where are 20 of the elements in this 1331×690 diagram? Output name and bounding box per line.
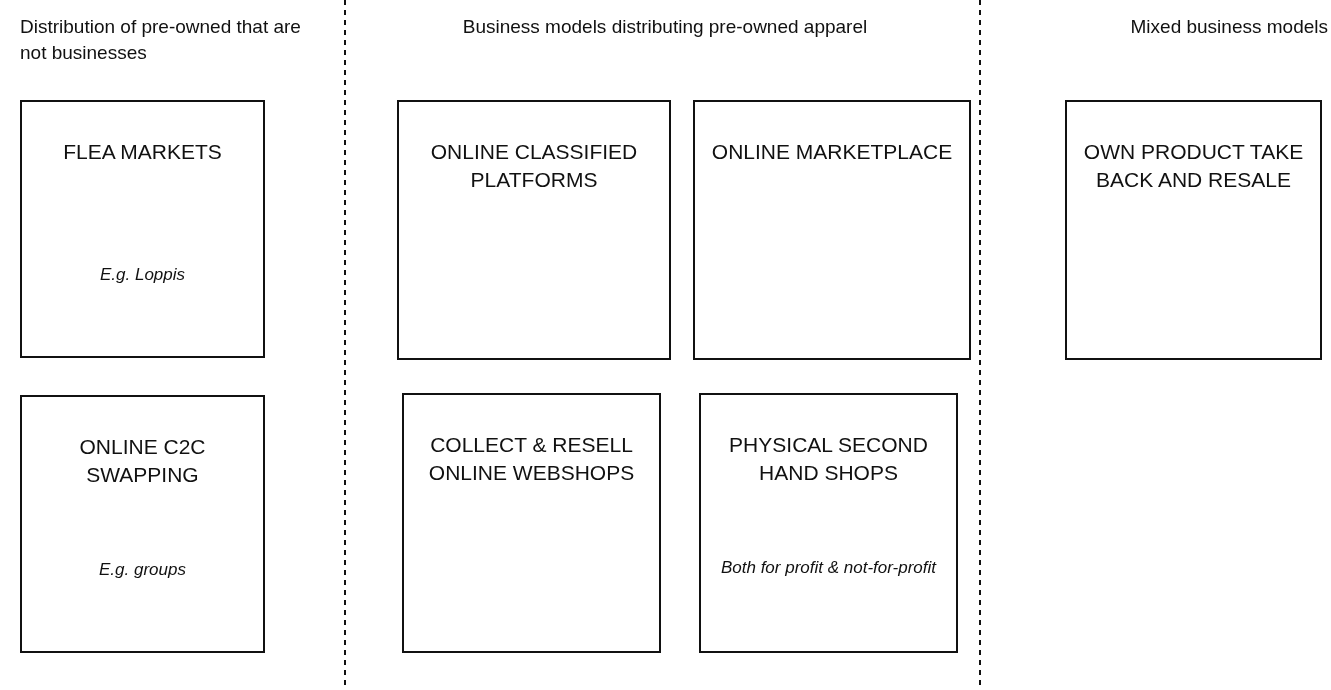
- column-heading: Mixed business models: [1129, 15, 1328, 39]
- category-box: [699, 393, 958, 653]
- category-title: OWN PRODUCT TAKE BACK AND RESALE: [1082, 139, 1305, 193]
- category-title: ONLINE C2C SWAPPING: [78, 434, 207, 488]
- column-heading: Business models distributing pre-owned apparel: [461, 15, 869, 39]
- category-box: [693, 100, 971, 360]
- column-heading: Distribution of pre-owned that are not businesses: [20, 15, 302, 65]
- category-box: [397, 100, 671, 360]
- category-box: [1065, 100, 1322, 360]
- category-title: ONLINE MARKETPLACE: [710, 139, 954, 165]
- category-title: FLEA MARKETS: [62, 139, 223, 165]
- example-text: E.g. groups: [98, 559, 187, 581]
- category-title: ONLINE CLASSIFIED PLATFORMS: [429, 139, 639, 193]
- category-box: [402, 393, 661, 653]
- category-box: [20, 100, 265, 358]
- example-text: E.g. Loppis: [98, 264, 187, 286]
- category-title: COLLECT & RESELL ONLINE WEBSHOPS: [427, 432, 636, 486]
- example-text: Both for profit & not-for-profit: [719, 557, 938, 579]
- category-title: PHYSICAL SECOND HAND SHOPS: [728, 432, 929, 486]
- category-box: [20, 395, 265, 653]
